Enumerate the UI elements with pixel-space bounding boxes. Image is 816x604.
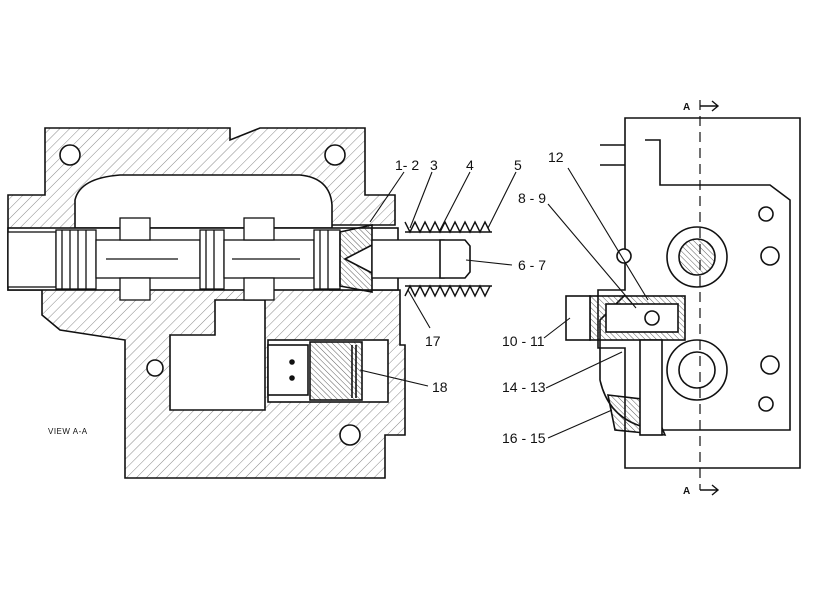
- bolt-hole: [324, 144, 346, 166]
- section-arrow-top: [700, 100, 720, 112]
- spool: [7, 217, 341, 301]
- callout-10-11: 10 - 11: [502, 333, 545, 349]
- mount-hole: [758, 206, 774, 222]
- internal-passage: [74, 174, 333, 229]
- lower-port-inner: [678, 351, 716, 389]
- callout-3: 3: [430, 157, 438, 173]
- spring: [371, 220, 492, 298]
- adjust-plug: [565, 295, 591, 341]
- bolt-hole: [339, 424, 361, 446]
- callout-8-9: 8 - 9: [518, 190, 546, 206]
- callout-14-13: 14 - 13: [502, 379, 546, 395]
- callout-17: 17: [425, 333, 441, 349]
- bolt-hole: [59, 144, 81, 166]
- check-valve: [267, 339, 389, 403]
- mount-hole: [760, 246, 780, 266]
- side-flange: [600, 144, 625, 166]
- callout-6-7: 6 - 7: [518, 257, 546, 273]
- left-section-view: [7, 127, 492, 479]
- callout-18: 18: [432, 379, 448, 395]
- callout-12: 12: [548, 149, 564, 165]
- mount-hole: [758, 396, 774, 412]
- mount-hole: [760, 355, 780, 375]
- section-letter-bottom: A: [683, 486, 690, 497]
- bolt-hole: [146, 359, 164, 377]
- left-leader-lines: [359, 171, 517, 387]
- end-cap: [439, 239, 471, 279]
- callout-4: 4: [466, 157, 474, 173]
- callout-5: 5: [514, 157, 522, 173]
- callout-1-2: 1- 2: [395, 157, 419, 173]
- right-external-view: [565, 100, 801, 496]
- view-caption: VIEW A-A: [48, 427, 88, 436]
- upper-port-inner: [678, 238, 716, 276]
- right-leader-lines: [543, 167, 649, 439]
- callout-16-15: 16 - 15: [502, 430, 546, 446]
- section-arrow-bottom: [700, 484, 720, 496]
- section-letter-top: A: [683, 102, 690, 113]
- mount-hole: [616, 248, 632, 264]
